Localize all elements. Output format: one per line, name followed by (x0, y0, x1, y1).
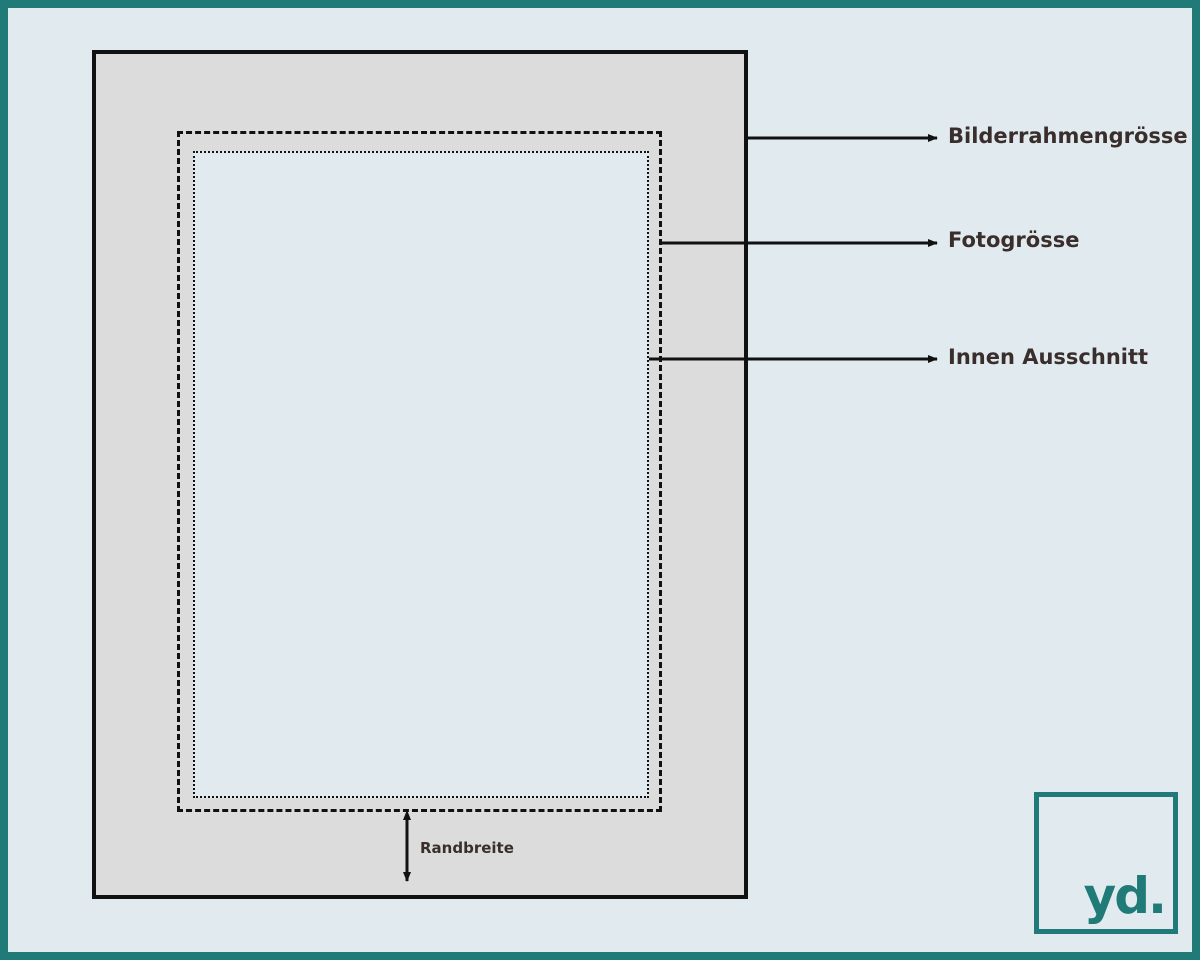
inner-cutout-opening (193, 151, 649, 798)
photo-size-label: Fotogrösse (948, 228, 1080, 252)
photo-size-outline (177, 131, 662, 812)
border-width-label: Randbreite (420, 839, 514, 857)
brand-logo: yd. (1034, 792, 1178, 934)
frame-size-label: Bilderrahmengrösse (948, 124, 1188, 148)
logo-text: yd. (1083, 867, 1167, 925)
inner-cutout-label: Innen Ausschnitt (948, 345, 1149, 369)
